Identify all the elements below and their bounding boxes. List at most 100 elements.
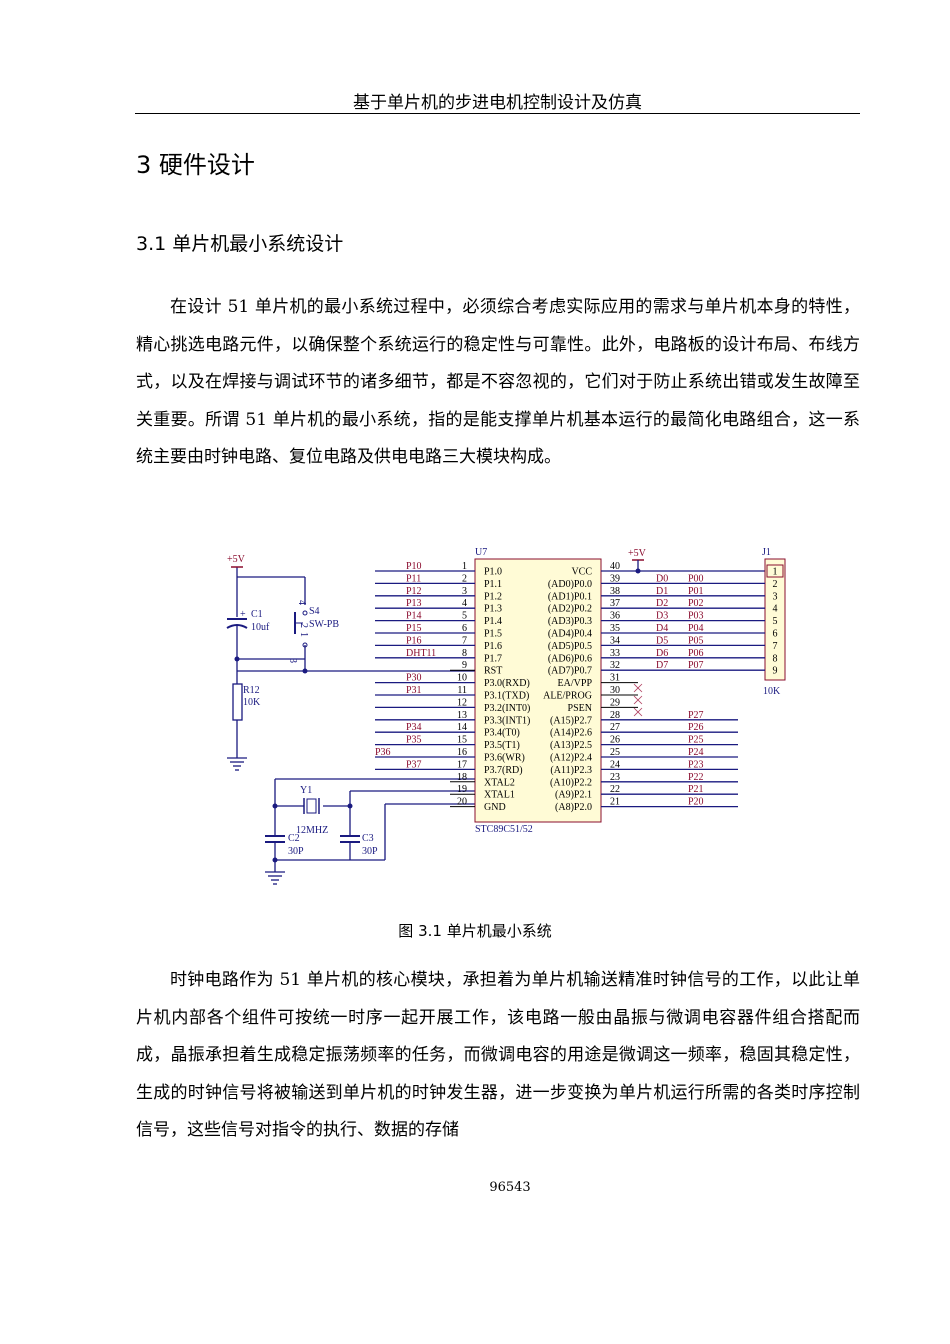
pin-name-right: (A12)P2.4 [550, 753, 592, 764]
pin-name-right: (AD1)P0.1 [548, 591, 592, 602]
pin-number-left: 13 [457, 710, 467, 721]
schematic-static-parts: +5V + C1 10uf 4 1 2 3 S4 SW-PB R12 10K [226, 547, 786, 885]
s4-ref: S4 [309, 606, 320, 617]
pin-name-right: (AD7)P0.7 [548, 666, 592, 677]
data-label-right: D1 [656, 586, 668, 597]
pin-number-left: 19 [457, 784, 467, 795]
pin-number-left: 7 [462, 635, 467, 646]
net-label-right: P00 [688, 573, 704, 584]
net-label-right: P07 [688, 660, 704, 671]
net-label-right: P21 [688, 784, 704, 795]
net-label-right: P22 [688, 772, 704, 783]
pin-number-left: 12 [457, 697, 467, 708]
pin-name-right: (A8)P2.0 [555, 802, 592, 813]
pin-name-left: XTAL2 [484, 777, 515, 788]
power-label-left: +5V [227, 554, 246, 565]
pin-name-left: P3.2(INT0) [484, 703, 530, 714]
chip-ref: U7 [475, 547, 487, 558]
header-rule [135, 113, 860, 114]
c1-value: 10uf [251, 622, 270, 633]
connector-ref: J1 [762, 547, 771, 558]
pin-name-left: P1.3 [484, 604, 502, 615]
pin-name-left: P1.4 [484, 616, 502, 627]
pin-name-left: GND [484, 802, 506, 813]
pin-name-left: P3.4(T0) [484, 728, 520, 739]
pin-number-left: 9 [462, 660, 467, 671]
s4-value: SW-PB [309, 619, 339, 630]
data-label-right: D6 [656, 648, 668, 659]
net-label-right: P24 [688, 747, 704, 758]
pin-number-right: 40 [610, 561, 620, 572]
net-label-right: P02 [688, 598, 704, 609]
connector-pin-number: 1 [773, 567, 778, 578]
net-label-left: P30 [406, 673, 422, 684]
pin-number-right: 27 [610, 722, 620, 733]
c3-ref: C3 [362, 833, 374, 844]
pin-number-left: 20 [457, 797, 467, 808]
pin-name-left: P1.6 [484, 641, 502, 652]
net-label-left: P13 [406, 598, 422, 609]
connector-pin-number: 3 [773, 591, 778, 602]
pin-name-left: P1.7 [484, 653, 502, 664]
pin-number-left: 3 [462, 586, 467, 597]
pin-number-left: 10 [457, 673, 467, 684]
pin-name-right: (AD6)P0.6 [548, 653, 592, 664]
connector-pin-number: 9 [773, 666, 778, 677]
pin-number-right: 39 [610, 573, 620, 584]
pin-name-left: P1.5 [484, 629, 502, 640]
r12-ref: R12 [243, 685, 260, 696]
pin-name-left: P1.1 [484, 579, 502, 590]
s4-pin4: 4 [296, 600, 307, 605]
pin-number-left: 2 [462, 573, 467, 584]
data-label-right: D2 [656, 598, 668, 609]
net-label-right: P05 [688, 635, 704, 646]
pin-number-right: 30 [610, 685, 620, 696]
pin-number-right: 35 [610, 623, 620, 634]
pin-number-right: 37 [610, 598, 620, 609]
pin-number-left: 8 [462, 648, 467, 659]
net-label-right: P20 [688, 797, 704, 808]
pin-name-right: (AD2)P0.2 [548, 604, 592, 615]
pin-number-right: 24 [610, 759, 620, 770]
c3-value: 30P [362, 846, 378, 857]
net-label-left: P14 [406, 611, 422, 622]
net-label-right: P06 [688, 648, 704, 659]
net-label-right: P03 [688, 611, 704, 622]
net-label-left: P35 [406, 735, 422, 746]
pin-number-left: 16 [457, 747, 467, 758]
pin-name-left: XTAL1 [484, 790, 515, 801]
data-label-right: D5 [656, 635, 668, 646]
s4-pin3: 3 [287, 658, 298, 663]
s4-pin2: 2 [298, 623, 309, 628]
net-label-left: P15 [406, 623, 422, 634]
pin-number-left: 15 [457, 735, 467, 746]
c1-plus: + [240, 609, 246, 620]
pin-number-right: 23 [610, 772, 620, 783]
pin-name-right: VCC [571, 567, 592, 578]
connector-value: 10K [763, 686, 781, 697]
power-label-right: +5V [628, 548, 647, 559]
pin-name-right: (AD5)P0.5 [548, 641, 592, 652]
pin-name-left: P3.6(WR) [484, 753, 525, 764]
section-heading: 3.1 单片机最小系统设计 [136, 233, 344, 255]
pin-name-right: (A10)P2.2 [550, 777, 592, 788]
pin-name-right: (AD0)P0.0 [548, 579, 592, 590]
net-label-left: P31 [406, 685, 422, 696]
pin-number-left: 14 [457, 722, 467, 733]
pin-name-right: ALE/PROG [543, 691, 592, 702]
pin-number-left: 18 [457, 772, 467, 783]
net-label-left: DHT11 [406, 648, 436, 659]
pin-name-left: P3.7(RD) [484, 765, 523, 776]
pin-name-right: (AD3)P0.3 [548, 616, 592, 627]
pin-name-right: (A13)P2.5 [550, 740, 592, 751]
pin-name-right: PSEN [568, 703, 592, 714]
data-label-right: D3 [656, 611, 668, 622]
data-label-right: D0 [656, 573, 668, 584]
pin-name-left: P3.0(RXD) [484, 678, 530, 689]
pin-number-left: 4 [462, 598, 467, 609]
connector-pin-number: 5 [773, 616, 778, 627]
net-label-left: P16 [406, 635, 422, 646]
